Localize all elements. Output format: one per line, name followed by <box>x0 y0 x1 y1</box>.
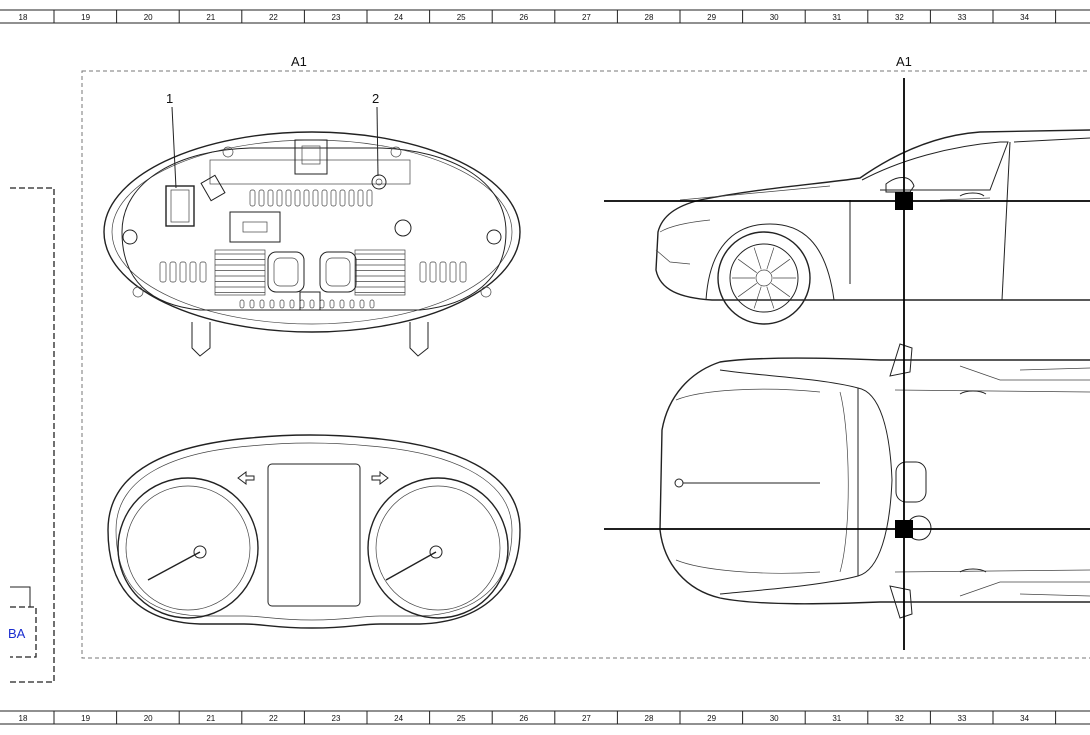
top-ruler-number: 26 <box>519 13 528 22</box>
vehicle-side-view <box>655 129 1090 325</box>
top-ruler-number: 27 <box>582 13 591 22</box>
connector-ref-label: BA <box>8 626 26 641</box>
top-ruler-number: 19 <box>81 13 90 22</box>
bottom-ruler-number: 33 <box>958 714 967 723</box>
location-crosshair <box>604 78 1090 650</box>
area-label-left: A1 <box>291 54 307 69</box>
bottom-ruler-number: 19 <box>81 714 90 723</box>
bottom-ruler-number: 28 <box>645 714 654 723</box>
bottom-ruler-number: 26 <box>519 714 528 723</box>
vehicle-top-view <box>659 343 1090 619</box>
steering-wheel <box>895 461 927 503</box>
callout-2-leader <box>376 106 379 177</box>
location-marker-side <box>895 192 913 210</box>
instrument-cluster-rear-view <box>103 131 521 357</box>
bottom-ruler-number: 25 <box>457 714 466 723</box>
bottom-ruler-number: 31 <box>832 714 841 723</box>
top-ruler-number: 32 <box>895 13 904 22</box>
top-ruler-number: 34 <box>1020 13 1029 22</box>
bottom-ruler-number: 32 <box>895 714 904 723</box>
top-view-mirror-upper <box>889 343 913 377</box>
bottom-ruler: 18 19 20 21 22 23 24 25 26 27 28 29 30 31 32 33 34 <box>0 710 1090 725</box>
bottom-ruler-number: 20 <box>144 714 153 723</box>
top-ruler-number: 25 <box>457 13 466 22</box>
instrument-cluster-front-view <box>107 434 521 629</box>
top-ruler-number: 28 <box>645 13 654 22</box>
top-ruler-number: 22 <box>269 13 278 22</box>
center-display <box>267 463 361 607</box>
connector-1-body <box>165 185 195 227</box>
area-frame <box>81 70 1090 659</box>
top-ruler-number: 23 <box>332 13 341 22</box>
front-wheel <box>717 231 811 325</box>
top-ruler: 18 19 20 21 22 23 24 25 26 27 28 29 30 31 32 33 34 <box>0 9 1090 24</box>
bottom-ruler-number: 22 <box>269 714 278 723</box>
right-turn-indicator-icon <box>371 471 389 485</box>
top-ruler-number: 30 <box>770 13 779 22</box>
callout-2-number: 2 <box>372 91 379 106</box>
bottom-ruler-number: 29 <box>707 714 716 723</box>
top-ruler-number: 24 <box>394 13 403 22</box>
top-ruler-number: 21 <box>206 13 215 22</box>
top-ruler-number: 31 <box>832 13 841 22</box>
component-2-body <box>371 174 387 190</box>
callout-1-number: 1 <box>166 91 173 106</box>
bottom-ruler-number: 34 <box>1020 714 1029 723</box>
bottom-ruler-number: 18 <box>19 714 28 723</box>
top-ruler-number: 29 <box>707 13 716 22</box>
bottom-ruler-number: 21 <box>206 714 215 723</box>
top-ruler-number: 33 <box>958 13 967 22</box>
bottom-ruler-number: 27 <box>582 714 591 723</box>
left-turn-indicator-icon <box>237 471 255 485</box>
tachometer-dial <box>117 477 259 619</box>
bottom-ruler-number: 30 <box>770 714 779 723</box>
top-ruler-number: 20 <box>144 13 153 22</box>
side-mirror <box>885 177 915 193</box>
speedometer-dial <box>367 477 509 619</box>
bottom-ruler-number: 24 <box>394 714 403 723</box>
bottom-ruler-number: 23 <box>332 714 341 723</box>
area-label-right: A1 <box>896 54 912 69</box>
location-marker-top <box>895 520 913 538</box>
callout-1-leader <box>171 106 177 189</box>
top-view-mirror-lower <box>889 585 913 619</box>
top-ruler-number: 18 <box>19 13 28 22</box>
adjacent-module-outline: BA <box>8 187 55 683</box>
